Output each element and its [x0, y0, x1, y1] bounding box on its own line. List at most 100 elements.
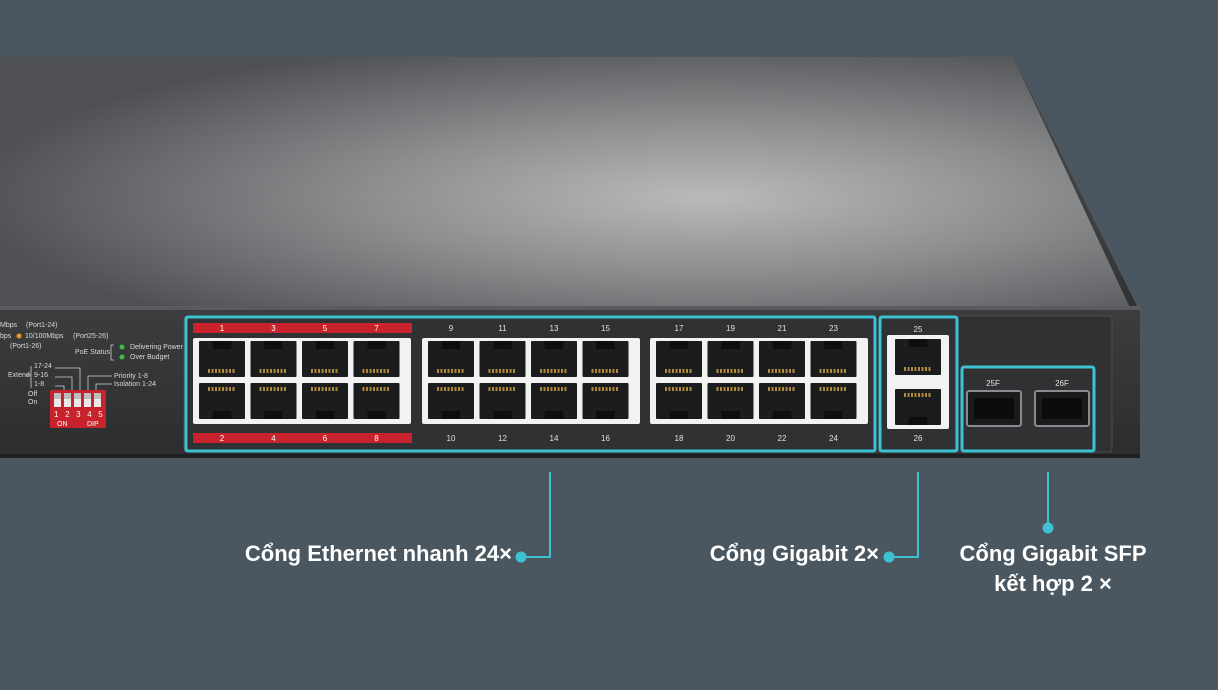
callout-sfp-line1: Cổng Gigabit SFP [959, 541, 1147, 566]
ethernet-port-pin [218, 369, 221, 373]
ethernet-port[interactable] [199, 383, 245, 419]
ethernet-port-pin [826, 387, 829, 391]
ethernet-port-pin [373, 369, 375, 373]
poe-strip-bottom [193, 433, 412, 443]
callout-sfp-line2: kết hợp 2 × [994, 571, 1112, 596]
ethernet-port-pin [682, 369, 685, 373]
ethernet-port-pin [318, 369, 320, 373]
ethernet-port-pin [612, 387, 615, 391]
ethernet-port-pin [668, 387, 671, 391]
ethernet-port[interactable] [656, 383, 702, 419]
dip-toggle[interactable] [94, 393, 101, 407]
ethernet-port-pin [218, 387, 221, 391]
ethernet-port-pin [332, 369, 334, 373]
ethernet-port-pin [513, 369, 515, 373]
ethernet-port[interactable] [199, 341, 245, 377]
dip-toggle[interactable] [74, 393, 81, 407]
ethernet-port[interactable] [479, 341, 526, 377]
ethernet-port-pin [609, 387, 611, 391]
ethernet-port-pin [775, 369, 777, 373]
ethernet-port[interactable] [759, 341, 805, 377]
ethernet-port[interactable] [759, 383, 805, 419]
ethernet-port-pin [598, 369, 601, 373]
ethernet-port-pin [208, 387, 210, 391]
ethernet-port-latch [441, 341, 461, 349]
dip-toggle-knob [74, 393, 81, 399]
ethernet-port-pin [675, 387, 678, 391]
isolation-label: Isolation 1-24 [114, 381, 156, 388]
ethernet-port-pin [609, 369, 611, 373]
ethernet-port-pin [823, 387, 825, 391]
gigabit-port-pin [907, 367, 910, 371]
gigabit-port-pin [914, 367, 917, 371]
ethernet-port[interactable] [531, 341, 577, 377]
speed-port-1: (Port1-24) [26, 322, 58, 329]
ethernet-port[interactable] [810, 341, 857, 377]
ethernet-port[interactable] [428, 341, 474, 377]
ethernet-port-pin [561, 369, 563, 373]
ethernet-port[interactable] [428, 383, 474, 419]
ethernet-port-pin [682, 387, 685, 391]
ethernet-port-pin [665, 387, 667, 391]
ethernet-port-pin [819, 369, 822, 373]
ethernet-port-pin [263, 369, 265, 373]
gigabit-ports [895, 339, 941, 425]
ethernet-port[interactable] [656, 341, 702, 377]
ethernet-port[interactable] [707, 383, 754, 419]
gigabit-port-pin [921, 367, 924, 371]
ethernet-port-pin [595, 387, 597, 391]
ethernet-port-latch [544, 411, 564, 419]
dip-toggle[interactable] [84, 393, 91, 407]
ethernet-port-pin [444, 387, 446, 391]
ethernet-port[interactable] [531, 383, 577, 419]
ethernet-port-pin [723, 387, 726, 391]
ethernet-ports [193, 338, 868, 424]
ethernet-port-pin [595, 369, 597, 373]
ethernet-port-pin [844, 369, 846, 373]
port-number-18: 18 [675, 434, 684, 443]
port-number-7: 7 [374, 324, 379, 333]
port-number-10: 10 [447, 434, 456, 443]
ethernet-port[interactable] [582, 383, 629, 419]
dip-toggle-knob [54, 393, 61, 399]
gigabit-port[interactable] [895, 389, 941, 425]
gigabit-port-pin [918, 367, 920, 371]
sfp-ports: 25F 26F [966, 379, 1090, 427]
ethernet-port[interactable] [810, 383, 857, 419]
ethernet-port-pin [833, 369, 836, 373]
ethernet-port[interactable] [302, 383, 348, 419]
ethernet-port[interactable] [302, 341, 348, 377]
ethernet-port[interactable] [250, 341, 297, 377]
gigabit-port-pin [914, 393, 917, 397]
ethernet-port[interactable] [353, 341, 400, 377]
ethernet-port[interactable] [582, 341, 629, 377]
port-number-24: 24 [829, 434, 838, 443]
ethernet-port-pin [665, 369, 667, 373]
callout-dot-fast-ethernet [515, 551, 527, 563]
ethernet-port-pin [369, 387, 372, 391]
gigabit-port-pin [928, 367, 931, 371]
ethernet-port-pin [823, 369, 825, 373]
ethernet-port-pin [311, 369, 313, 373]
ethernet-port-pin [598, 387, 601, 391]
ethernet-port[interactable] [250, 383, 297, 419]
ethernet-port-pin [513, 387, 515, 391]
ethernet-port[interactable] [353, 383, 400, 419]
port-number-19: 19 [726, 324, 735, 333]
ethernet-port-latch [315, 411, 335, 419]
ethernet-port-pin [328, 369, 331, 373]
gigabit-port[interactable] [895, 339, 941, 375]
ethernet-port-pin [383, 369, 386, 373]
ethernet-port-pin [737, 369, 740, 373]
ethernet-port[interactable] [479, 383, 526, 419]
ethernet-port-pin [675, 369, 678, 373]
dip-toggle[interactable] [54, 393, 61, 407]
port-number-3: 3 [271, 324, 276, 333]
ethernet-port[interactable] [707, 341, 754, 377]
ethernet-port-pin [830, 387, 832, 391]
ethernet-port-pin [840, 387, 843, 391]
ethernet-port-latch [596, 411, 615, 419]
ethernet-port-pin [543, 387, 546, 391]
dip-toggle[interactable] [64, 393, 71, 407]
ethernet-port-pin [605, 387, 608, 391]
